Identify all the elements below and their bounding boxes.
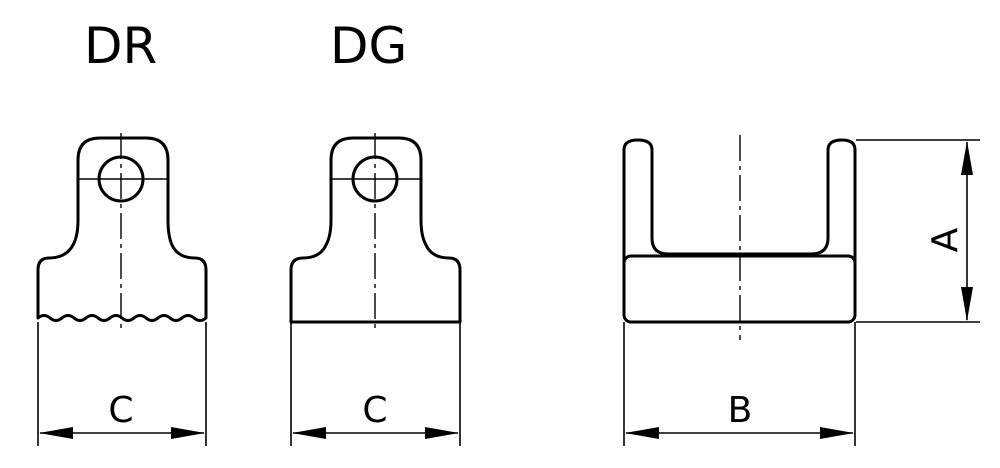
dr-view: DR C xyxy=(36,17,208,446)
dr-title: DR xyxy=(84,17,157,75)
side-width-arrow-right xyxy=(820,427,854,439)
dg-view: DG C xyxy=(289,17,462,446)
side-width-label: B xyxy=(728,390,753,431)
dg-body-outline xyxy=(289,136,462,324)
dg-dim-label: C xyxy=(362,390,387,431)
dr-dim-label: C xyxy=(108,390,133,431)
side-view: B A xyxy=(622,135,980,446)
dg-arrow-right xyxy=(425,427,459,439)
dg-title: DG xyxy=(330,17,407,75)
dr-arrow-left xyxy=(39,427,73,439)
dg-arrow-left xyxy=(292,427,326,439)
side-u-outline xyxy=(622,138,857,264)
side-width-arrow-left xyxy=(625,427,659,439)
side-height-arrow-bottom xyxy=(961,287,973,321)
side-height-arrow-top xyxy=(961,141,973,175)
dr-arrow-right xyxy=(171,427,205,439)
dr-body-outline xyxy=(36,136,208,322)
side-height-label: A xyxy=(925,227,966,252)
